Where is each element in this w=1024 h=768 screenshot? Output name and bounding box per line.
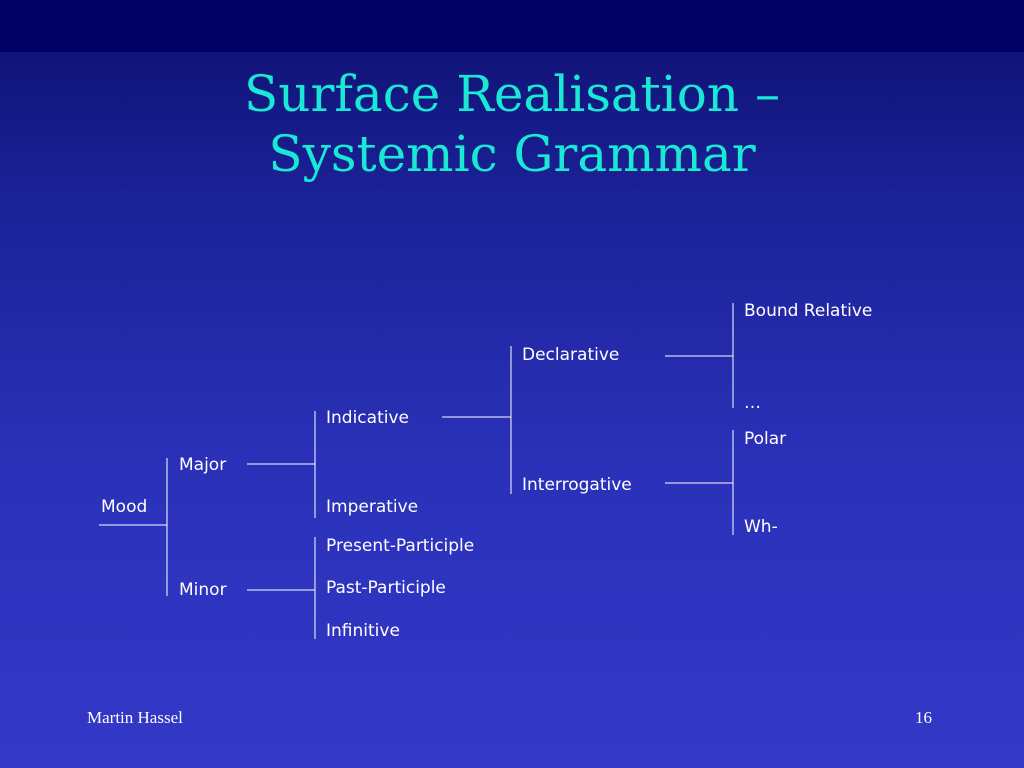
node-ellipsis: …	[744, 393, 761, 413]
node-interrogative: Interrogative	[522, 475, 632, 495]
title-line-2: Systemic Grammar	[268, 125, 756, 183]
node-declarative: Declarative	[522, 345, 620, 365]
node-polar: Polar	[744, 429, 787, 449]
node-bound-relative: Bound Relative	[744, 301, 873, 321]
footer-page-number: 16	[915, 708, 932, 727]
node-major: Major	[179, 455, 227, 475]
title-line-1: Surface Realisation –	[244, 65, 780, 123]
node-wh: Wh-	[744, 517, 778, 537]
node-present-participle: Present-Participle	[326, 536, 475, 556]
node-indicative: Indicative	[326, 408, 409, 428]
footer-author: Martin Hassel	[87, 708, 183, 727]
node-mood: Mood	[101, 497, 148, 517]
top-band	[0, 0, 1024, 52]
node-minor: Minor	[179, 580, 227, 600]
node-infinitive: Infinitive	[326, 621, 400, 641]
node-imperative: Imperative	[326, 497, 419, 517]
node-past-participle: Past-Participle	[326, 578, 446, 598]
slide-title: Surface Realisation – Systemic Grammar	[0, 64, 1024, 184]
